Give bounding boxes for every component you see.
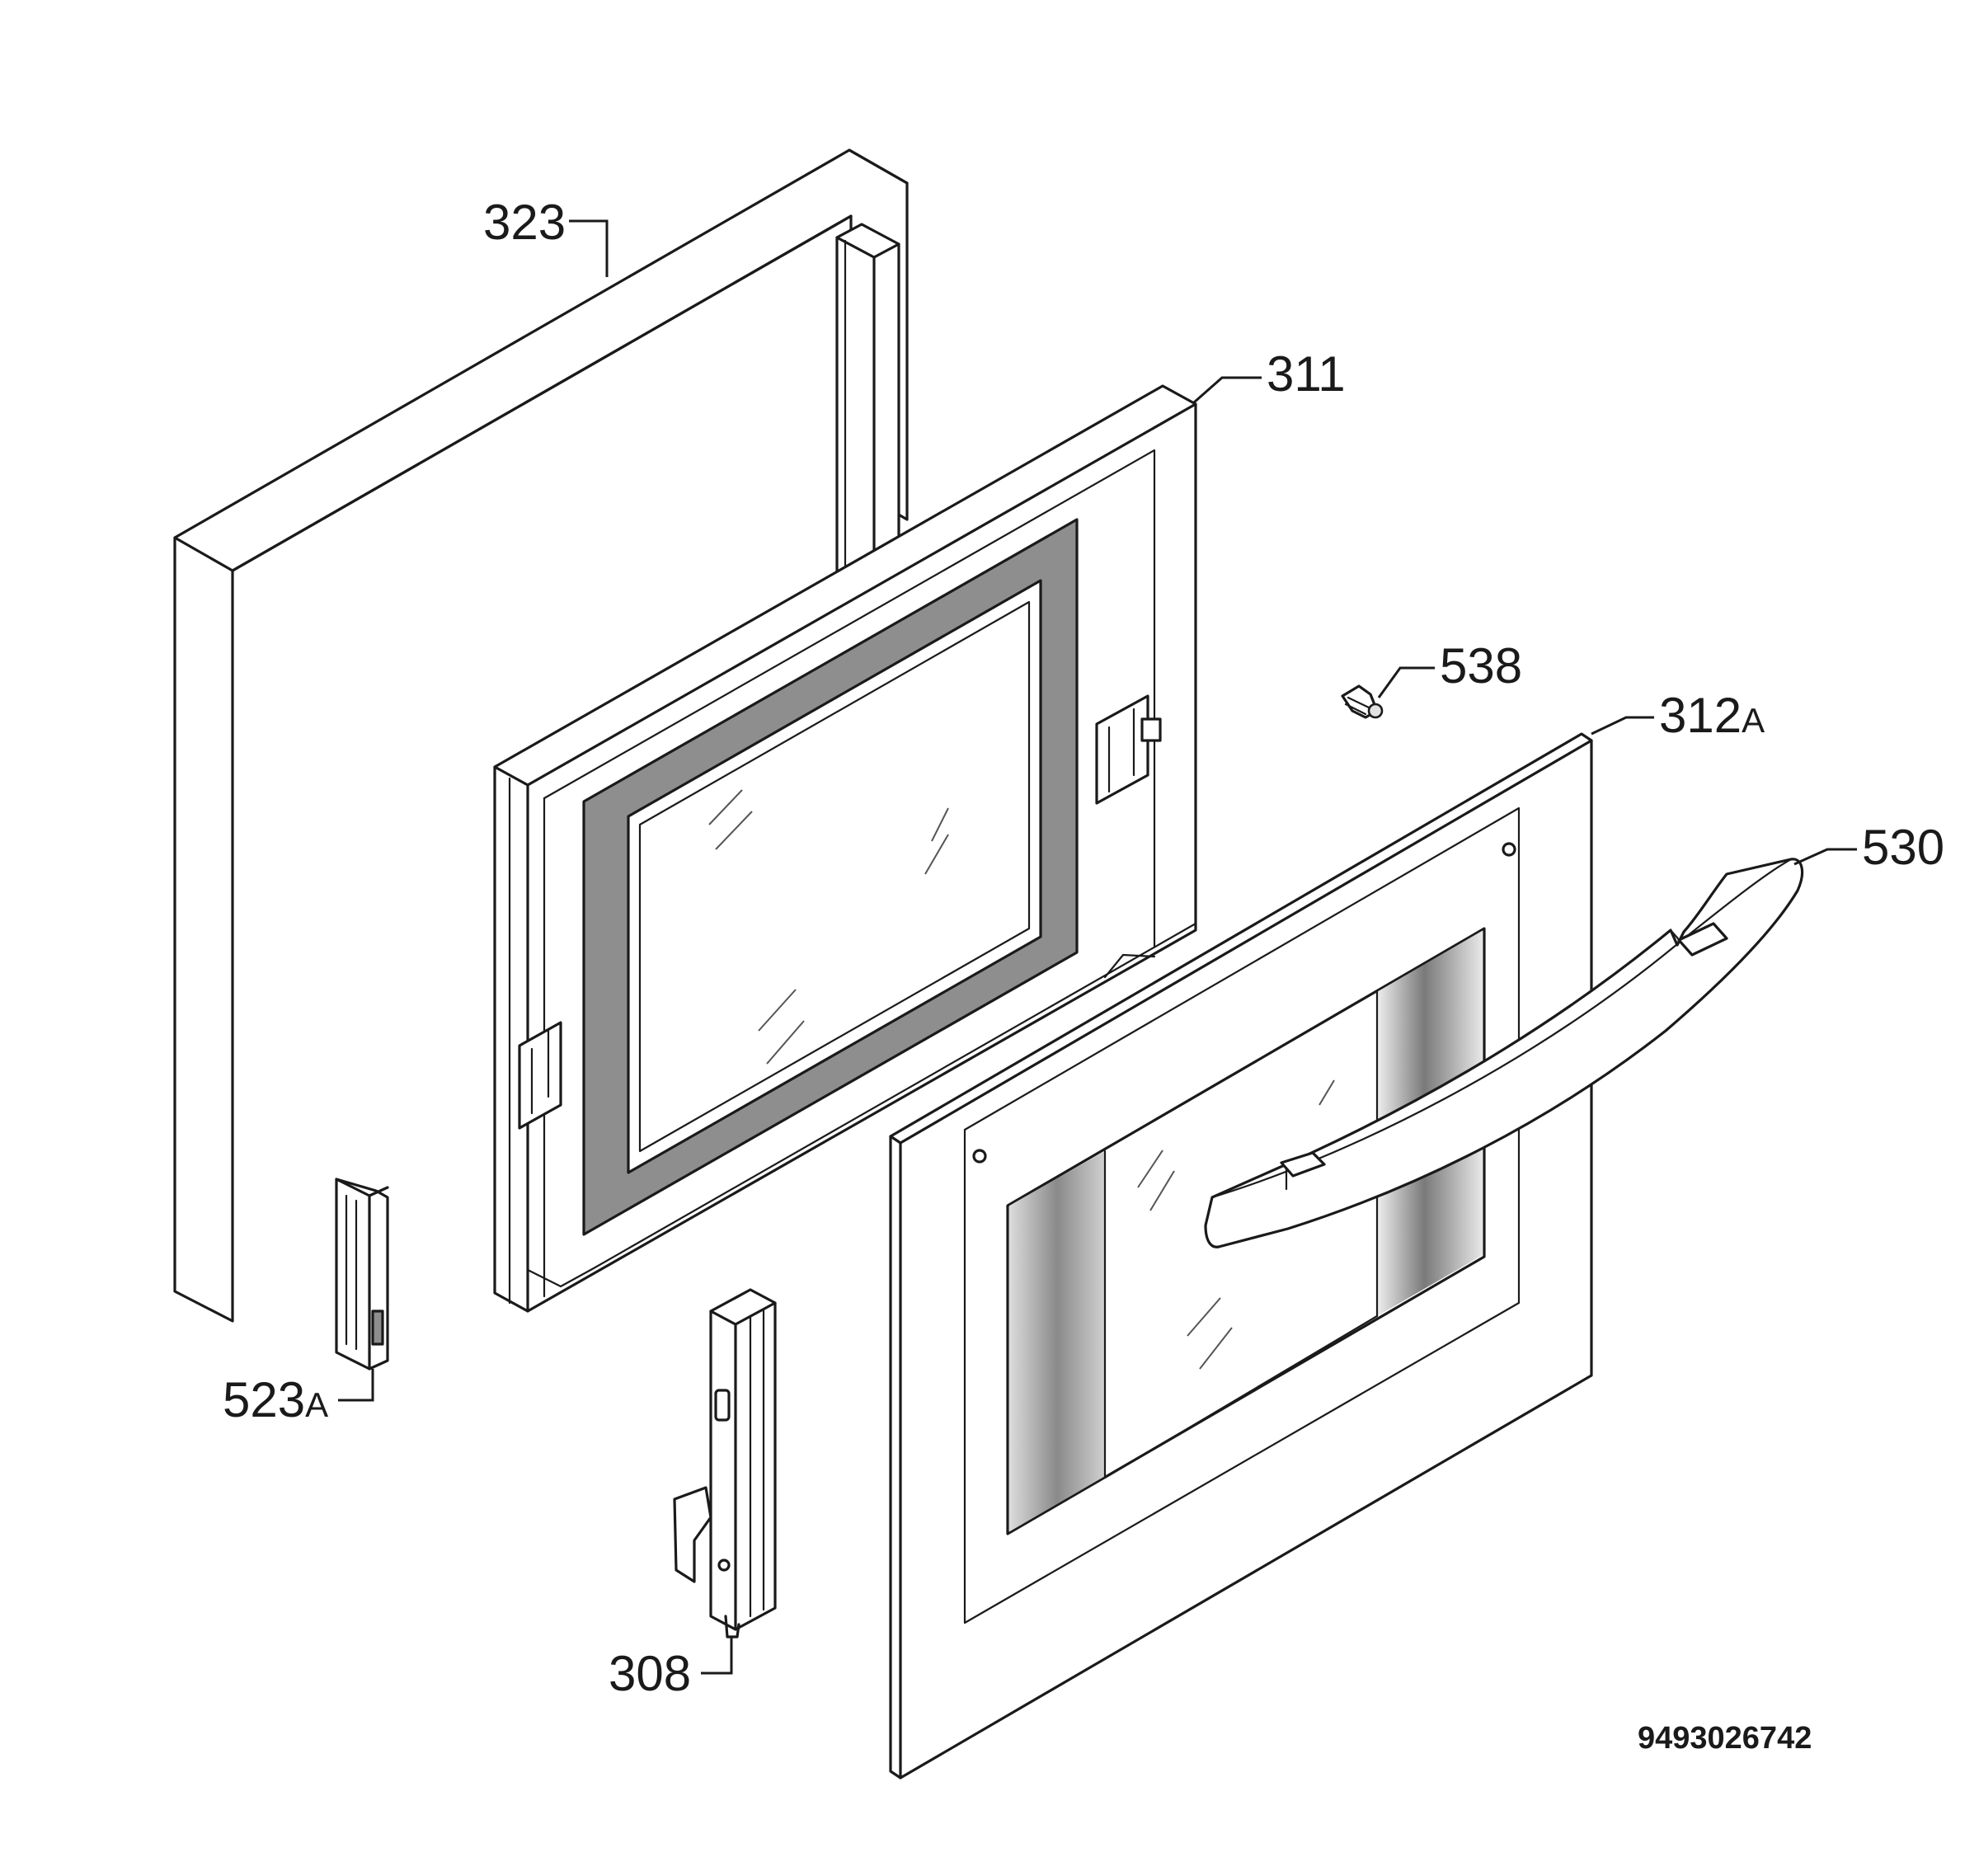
label-323: 323 bbox=[483, 195, 566, 250]
label-530: 530 bbox=[1862, 820, 1944, 875]
label-523A: 523A bbox=[223, 1372, 328, 1427]
label-311: 311 bbox=[1267, 346, 1346, 402]
part-530-handle bbox=[1204, 858, 1804, 1248]
leader-323 bbox=[569, 219, 609, 277]
label-312A: 312A bbox=[1659, 688, 1765, 743]
label-308: 308 bbox=[609, 1646, 691, 1701]
part-308-hinge bbox=[673, 1288, 777, 1639]
leader-538 bbox=[1377, 666, 1435, 698]
leader-311 bbox=[1193, 376, 1262, 404]
part-523A-bracket bbox=[335, 1178, 389, 1371]
part-311-inner-door-panel bbox=[493, 384, 1197, 1313]
leader-308 bbox=[701, 1638, 733, 1675]
drawing-number: 9493026742 bbox=[1638, 1721, 1812, 1756]
leader-523A bbox=[338, 1369, 374, 1402]
part-labels: 323 311 538 312A 530 523A 308 9493026742 bbox=[223, 195, 1944, 1756]
leader-312A bbox=[1591, 716, 1654, 736]
leader-530 bbox=[1793, 848, 1857, 866]
part-538-screw bbox=[1341, 684, 1384, 719]
leader-lines bbox=[338, 219, 1857, 1675]
label-538: 538 bbox=[1440, 638, 1522, 694]
